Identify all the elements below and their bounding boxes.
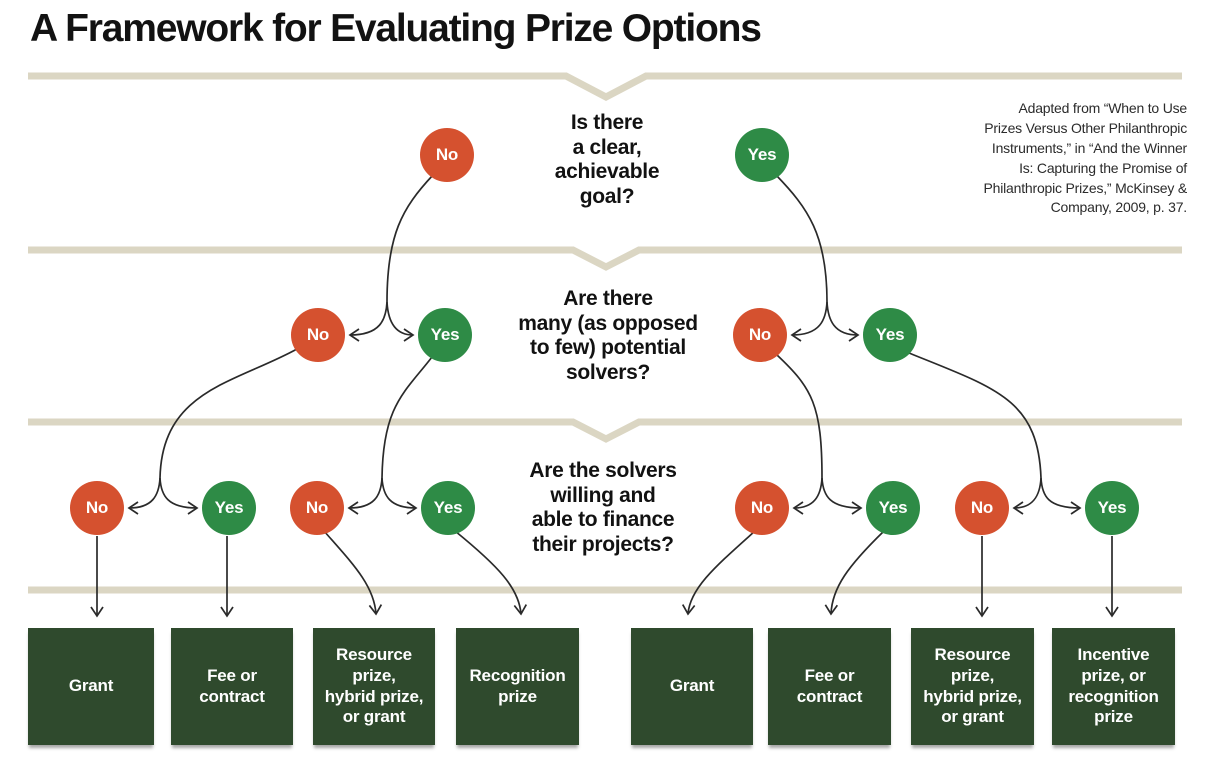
attribution-line: Company, 2009, p. 37.: [1050, 199, 1188, 216]
fork-q3c-yes: [821, 477, 863, 515]
circle-q3a-no: No: [70, 481, 124, 535]
outcome-box-resource-left: Resource prize, hybrid prize, or grant: [313, 628, 435, 745]
fork-q3a-yes: [159, 477, 199, 515]
question-line: solvers?: [566, 360, 650, 384]
outcome-box-grant-left: Grant: [28, 628, 154, 745]
attribution-line: Philanthropic Prizes,” McKinsey &: [983, 179, 1188, 196]
arrow-to-recognition: [454, 530, 528, 616]
outcome-box-grant-right: Grant: [631, 628, 753, 745]
circle-q3d-no: No: [955, 481, 1009, 535]
question-line: many (as opposed: [518, 311, 698, 335]
outcome-box-fee-left: Fee or contract: [171, 628, 293, 745]
attribution-line: Prizes Versus Other Philanthropic: [984, 119, 1187, 136]
section-divider-3: [28, 418, 1182, 443]
edge-q2Lno-to-q3: [159, 348, 298, 479]
question-line: Are the solvers: [529, 459, 677, 482]
arrow-to-resource-left: [323, 530, 383, 616]
circle-q2L-no: No: [291, 308, 345, 362]
question-line: a clear,: [572, 135, 642, 159]
circle-q3c-no: No: [735, 481, 789, 535]
edge-q2Rno-to-q3: [776, 354, 823, 479]
attribution-note: Adapted from “When to Use Prizes Versus …: [945, 99, 1188, 218]
question-line: able to finance: [531, 508, 675, 532]
attribution-line: Is: Capturing the Promise of: [1019, 159, 1187, 176]
page-title: A Framework for Evaluating Prize Options: [30, 7, 762, 50]
question-2: Are there many (as opposed to few) poten…: [490, 287, 726, 385]
question-line: goal?: [579, 184, 635, 208]
outcome-box-fee-right: Fee or contract: [768, 628, 891, 745]
question-3: Are the solvers willing and able to fina…: [483, 459, 723, 557]
edge-q1yes-to-q2: [775, 174, 828, 303]
section-divider-2: [28, 246, 1182, 271]
fork-q3d-no: [1012, 477, 1042, 515]
question-line: to few) potential: [530, 336, 686, 360]
circle-q3b-no: No: [290, 481, 344, 535]
fork-q2L-no: [348, 301, 388, 342]
outcome-box-resource-right: Resource prize, hybrid prize, or grant: [911, 628, 1034, 745]
circle-q3a-yes: Yes: [202, 481, 256, 535]
fork-q3b-yes: [381, 477, 418, 515]
question-line: willing and: [550, 483, 656, 507]
circle-q3d-yes: Yes: [1085, 481, 1139, 535]
question-line: achievable: [554, 160, 660, 184]
fork-q3b-no: [347, 477, 383, 515]
fork-q3a-no: [127, 477, 161, 515]
outcome-box-recognition: Recognition prize: [456, 628, 579, 745]
edge-q1no-to-q2: [386, 174, 434, 303]
circle-q2R-no: No: [733, 308, 787, 362]
attribution-line: Instruments,” in “And the Winner: [991, 139, 1187, 156]
fork-q2L-yes: [386, 301, 415, 342]
circle-q1-yes: Yes: [735, 128, 789, 182]
arrow-to-grant-right: [681, 530, 756, 616]
arrow-to-fee-right: [824, 530, 885, 616]
circle-q1-no: No: [420, 128, 474, 182]
circle-q2L-yes: Yes: [418, 308, 472, 362]
fork-q2R-no: [790, 301, 828, 342]
question-line: their projects?: [532, 532, 674, 556]
edge-q2Lyes-to-q3: [381, 356, 433, 479]
fork-q3d-yes: [1040, 477, 1082, 515]
section-divider-1: [28, 72, 1182, 101]
circle-q3b-yes: Yes: [421, 481, 475, 535]
circle-q3c-yes: Yes: [866, 481, 920, 535]
fork-q2R-yes: [826, 301, 860, 342]
question-line: Are there: [563, 287, 653, 310]
attribution-line: Adapted from “When to Use: [1018, 100, 1187, 116]
question-1: Is there a clear, achievable goal?: [495, 111, 719, 209]
fork-q3c-no: [792, 477, 823, 515]
question-line: Is there: [570, 111, 644, 134]
circle-q2R-yes: Yes: [863, 308, 917, 362]
outcome-box-incentive: Incentive prize, or recognition prize: [1052, 628, 1175, 745]
edge-q2Ryes-to-q3: [903, 350, 1042, 479]
